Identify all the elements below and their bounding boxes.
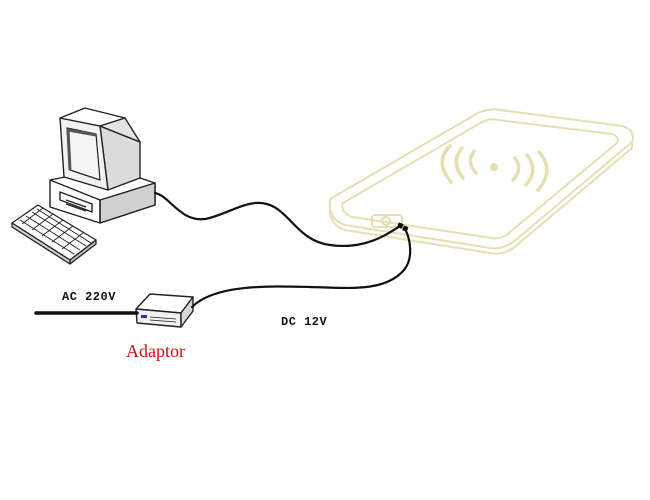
reader-connectors: [397, 222, 409, 232]
ac-input-label: AC 220V: [62, 290, 116, 304]
pc-to-reader-cable: [153, 191, 402, 248]
adaptor-vents: [149, 316, 177, 323]
adaptor-label: Adaptor: [126, 341, 185, 361]
dc-output-label: DC 12V: [281, 315, 328, 329]
cables: [34, 191, 412, 315]
desktop-computer-icon: [49, 107, 156, 224]
dc-power-cable: [190, 227, 412, 309]
keyboard-icon: [11, 204, 97, 265]
wireless-signal-icon: [440, 144, 549, 192]
keyboard-keys: [19, 207, 92, 255]
rfid-reader-icon: [328, 108, 634, 255]
power-adaptor-icon: [135, 293, 194, 328]
monitor: [59, 107, 141, 191]
